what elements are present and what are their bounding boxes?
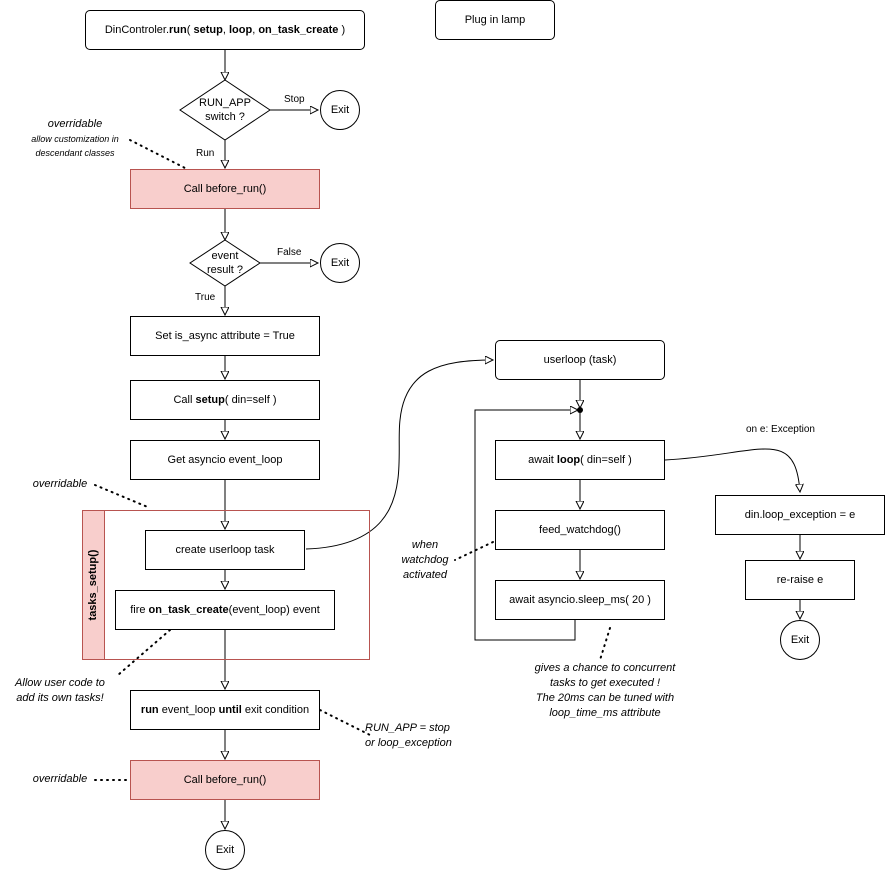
exit-node-4: Exit [780,620,820,660]
leader-overridable-1 [129,139,186,169]
annotation-watchdog: when watchdog activated [401,539,449,581]
leader-overridable-2 [94,484,151,509]
edge-label-stop: Stop [284,94,305,105]
start-node: DinControler.run( setup, loop, on_task_c… [85,10,365,50]
before-run-node-1: Call before_run() [130,169,320,209]
run-event-loop-node: run event_loop until exit condition [130,690,320,730]
edge-label-exception: on e: Exception [746,424,815,435]
tasks-setup-header [82,510,105,660]
annotation-overridable-3: overridable [32,773,88,785]
diamond-run-app [179,79,271,141]
edge-loop-back [474,410,578,641]
fire-event-node: fire on_task_create(event_loop) event [115,590,335,630]
annotation-concurrent: gives a chance to concurrent tasks to ge… [534,662,676,719]
loop-junction-dot [577,407,583,413]
leader-user-code [117,629,171,676]
edge-create-userloop [305,360,493,550]
exit-node-1: Exit [320,90,360,130]
annotation-overridable-2: overridable [32,478,88,490]
sleep-node: await asyncio.sleep_ms( 20 ) [495,580,665,620]
edge-label-false: False [277,247,302,258]
get-event-loop-node: Get asyncio event_loop [130,440,320,480]
tasks-setup-title: tasks_setup() [87,549,99,621]
leader-watchdog [454,541,494,561]
leader-concurrent [599,627,611,661]
exit-node-3: Exit [205,830,245,870]
edge-label-true: True [195,292,216,303]
set-async-node: Set is_async attribute = True [130,316,320,356]
plug-in-lamp-node: Plug in lamp [435,0,555,40]
leader-exit-condition [319,709,371,736]
before-run-node-2: Call before_run() [130,760,320,800]
userloop-node: userloop (task) [495,340,665,380]
edge-label-run: Run [196,148,215,159]
feed-watchdog-node: feed_watchdog() [495,510,665,550]
annotation-overridable-1: overridable allow customization in desce… [31,118,119,158]
call-setup-node: Call setup( din=self ) [130,380,320,420]
loop-exception-node: din.loop_exception = e [715,495,885,535]
edge-exception [664,448,800,492]
create-userloop-node: create userloop task [145,530,305,570]
diamond-event-result [189,239,261,287]
annotation-exit-condition: RUN_APP = stop or loop_exception [365,722,452,749]
await-loop-node: await loop( din=self ) [495,440,665,480]
annotation-user-code: Allow user code to add its own tasks! [15,677,105,704]
exit-node-2: Exit [320,243,360,283]
reraise-node: re-raise e [745,560,855,600]
